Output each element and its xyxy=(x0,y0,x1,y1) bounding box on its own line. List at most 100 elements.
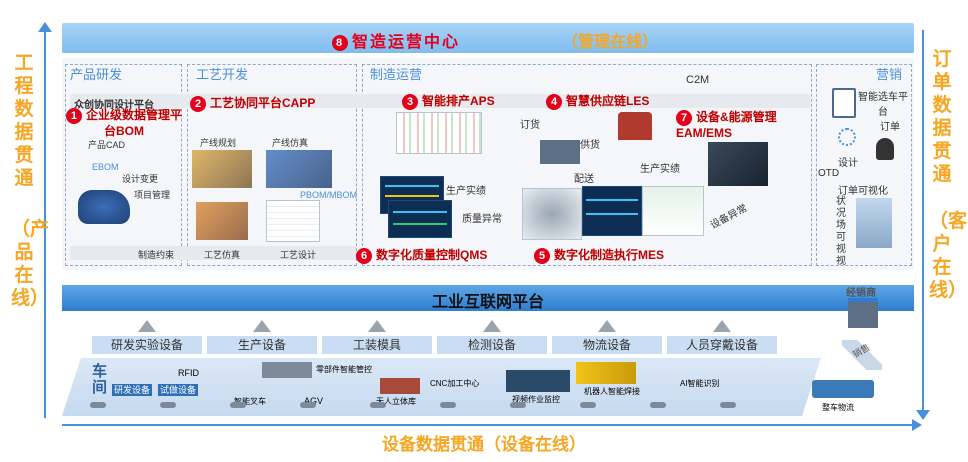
design-change-label: 设计变更 xyxy=(122,174,159,184)
line-sim-image xyxy=(266,150,332,188)
delivery-label: 配送 xyxy=(574,174,594,185)
region-process-title: 工艺开发 xyxy=(196,67,249,82)
equip-arrow-3 xyxy=(368,320,386,332)
equipment-logistics: 物流设备 xyxy=(552,336,662,354)
badge-5: 5 xyxy=(534,247,550,264)
workshop-item-welding: 机器人智能焊接 xyxy=(584,387,640,396)
quality-abnormal-label: 质量异常 xyxy=(462,214,502,225)
region-manufacturing-title: 制造运营 xyxy=(370,67,423,82)
dealer-label: 经销商 xyxy=(846,288,876,299)
badge-1: 1 xyxy=(65,108,82,124)
workshop-title: 车间 xyxy=(92,363,108,396)
line-sim-label: 产线仿真 xyxy=(272,138,309,148)
project-mgmt-label: 项目管理 xyxy=(134,190,171,200)
welding-robot-image xyxy=(196,202,248,240)
otd-label: OTD xyxy=(818,168,840,179)
design-label: 设计 xyxy=(838,158,858,169)
logistics-label: 整车物流 xyxy=(822,403,854,412)
region-product xyxy=(65,64,182,266)
region-marketing xyxy=(816,64,912,266)
workshop-item-agv: AGV xyxy=(304,396,324,406)
right-axis-title: 订单数据贯通 xyxy=(932,49,952,185)
equip-arrow-5 xyxy=(598,320,616,332)
ebom-label: EBOM xyxy=(92,162,119,172)
equipment-production: 生产设备 xyxy=(207,336,317,354)
badge-3: 3 xyxy=(402,93,418,110)
qms-dashboard-2 xyxy=(388,200,452,238)
workshop-image-robot xyxy=(576,362,636,384)
workshop-car-9 xyxy=(650,402,666,408)
car-carrier-image xyxy=(812,380,874,398)
eam-worker-image xyxy=(708,142,768,186)
equip-arrow-1 xyxy=(138,320,156,332)
module-eam-label: 设备&能源管理EAM/EMS xyxy=(676,110,777,140)
bottom-axis-line xyxy=(62,424,914,426)
region-manufacturing xyxy=(362,64,812,266)
right-axis-line xyxy=(922,30,924,418)
workshop-car-7 xyxy=(510,402,526,408)
equipment-inspection: 检测设备 xyxy=(437,336,547,354)
workshop-item-video: 视频作业监控 xyxy=(512,395,560,404)
order-visual-label: 订单可视化 xyxy=(838,186,888,197)
workshop-car-10 xyxy=(720,402,736,408)
workshop-item-parts: 零部件智能管控 xyxy=(316,365,372,374)
left-axis-subtitle: （产品在线） xyxy=(11,219,50,309)
clipboard-icon xyxy=(832,88,856,118)
badge-2: 2 xyxy=(190,95,206,112)
iiot-platform-title: 工业互联网平台 xyxy=(431,294,544,311)
line-plan-label: 产线规划 xyxy=(200,138,237,148)
workshop-tag-rd: 研发设备 xyxy=(112,384,153,396)
badge-7: 7 xyxy=(676,110,692,126)
left-axis-title: 工程数据贯通 xyxy=(14,53,34,189)
module-qms-label: 数字化质量控制QMS xyxy=(376,248,488,262)
order-label: 订单 xyxy=(880,122,900,133)
module-les-label: 智慧供应链LES xyxy=(566,94,650,108)
process-design-label: 工艺设计 xyxy=(280,250,317,260)
region-product-title: 产品研发 xyxy=(70,67,123,82)
equip-arrow-2 xyxy=(253,320,271,332)
workshop-car-3 xyxy=(230,402,246,408)
order-goods-label: 订货 xyxy=(520,120,540,131)
mes-engine-image xyxy=(522,188,582,240)
crowd-design-label: 众创协同设计平台 xyxy=(74,100,154,111)
workshop-item-cnc: CNC加工中心 xyxy=(430,379,480,388)
pbom-label: PBOM/MBOM xyxy=(300,190,358,200)
warehouse-image xyxy=(540,140,580,164)
bottom-axis-title: 设备数据贯通（设备在线） xyxy=(382,435,586,454)
dealer-store-icon xyxy=(848,298,878,328)
prod-status-left-label: 生产实绩 xyxy=(446,186,486,197)
vehicle-model-image xyxy=(78,190,130,224)
bottom-flow-bar xyxy=(70,246,356,260)
c2m-label: C2M xyxy=(686,74,710,86)
workshop-item-rfid: RFID xyxy=(178,368,199,378)
left-axis-line xyxy=(44,30,46,418)
top-flow-bar xyxy=(70,94,810,108)
region-process xyxy=(187,64,357,266)
cad-label: 产品CAD xyxy=(88,140,126,150)
right-axis-subtitle: （客户在线） xyxy=(929,211,968,301)
workshop-image-warehouse xyxy=(380,378,420,394)
manufacturing-constraint-label: 制造约束 xyxy=(138,250,175,260)
workshop-car-5 xyxy=(370,402,386,408)
equipment-rd: 研发实验设备 xyxy=(92,336,202,354)
operation-center-name: 智造运营中心 xyxy=(352,34,461,51)
workshop-item-forklift: 智能叉车 xyxy=(234,397,266,406)
workshop-car-2 xyxy=(160,402,176,408)
workshop-image-video xyxy=(506,370,570,392)
robot-line-image xyxy=(192,150,252,188)
left-axis-arrowhead xyxy=(38,22,52,32)
module-bom-label: 企业级数据管理平台BOM xyxy=(85,108,182,138)
right-axis-arrowhead xyxy=(916,410,930,420)
prod-status-right-label: 生产实绩 xyxy=(640,164,680,175)
scene-visual-label: 状况场可视视 xyxy=(836,196,846,267)
supply-label: 供货 xyxy=(580,140,600,151)
module-capp-label: 工艺协同平台CAPP xyxy=(210,96,316,110)
